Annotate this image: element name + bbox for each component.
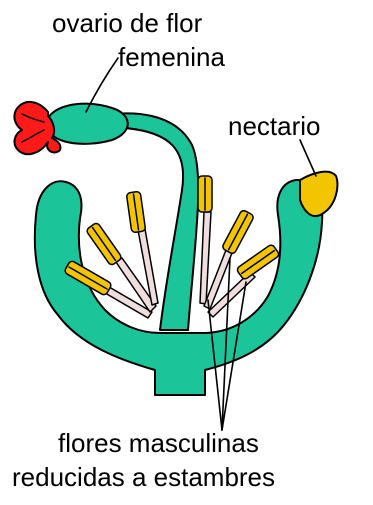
ovary-label-line1: ovario de flor [52, 10, 202, 36]
male-flowers-label-line2: reducidas a estambres [12, 464, 275, 490]
ovary-leader [86, 58, 118, 112]
nectary-gland [300, 172, 337, 216]
nectary-leader [300, 140, 316, 176]
stigma [14, 102, 60, 154]
ovary-label-line2: femenina [118, 44, 225, 70]
male-flowers-label-line1: flores masculinas [58, 430, 259, 456]
nectary-label: nectario [228, 113, 321, 139]
